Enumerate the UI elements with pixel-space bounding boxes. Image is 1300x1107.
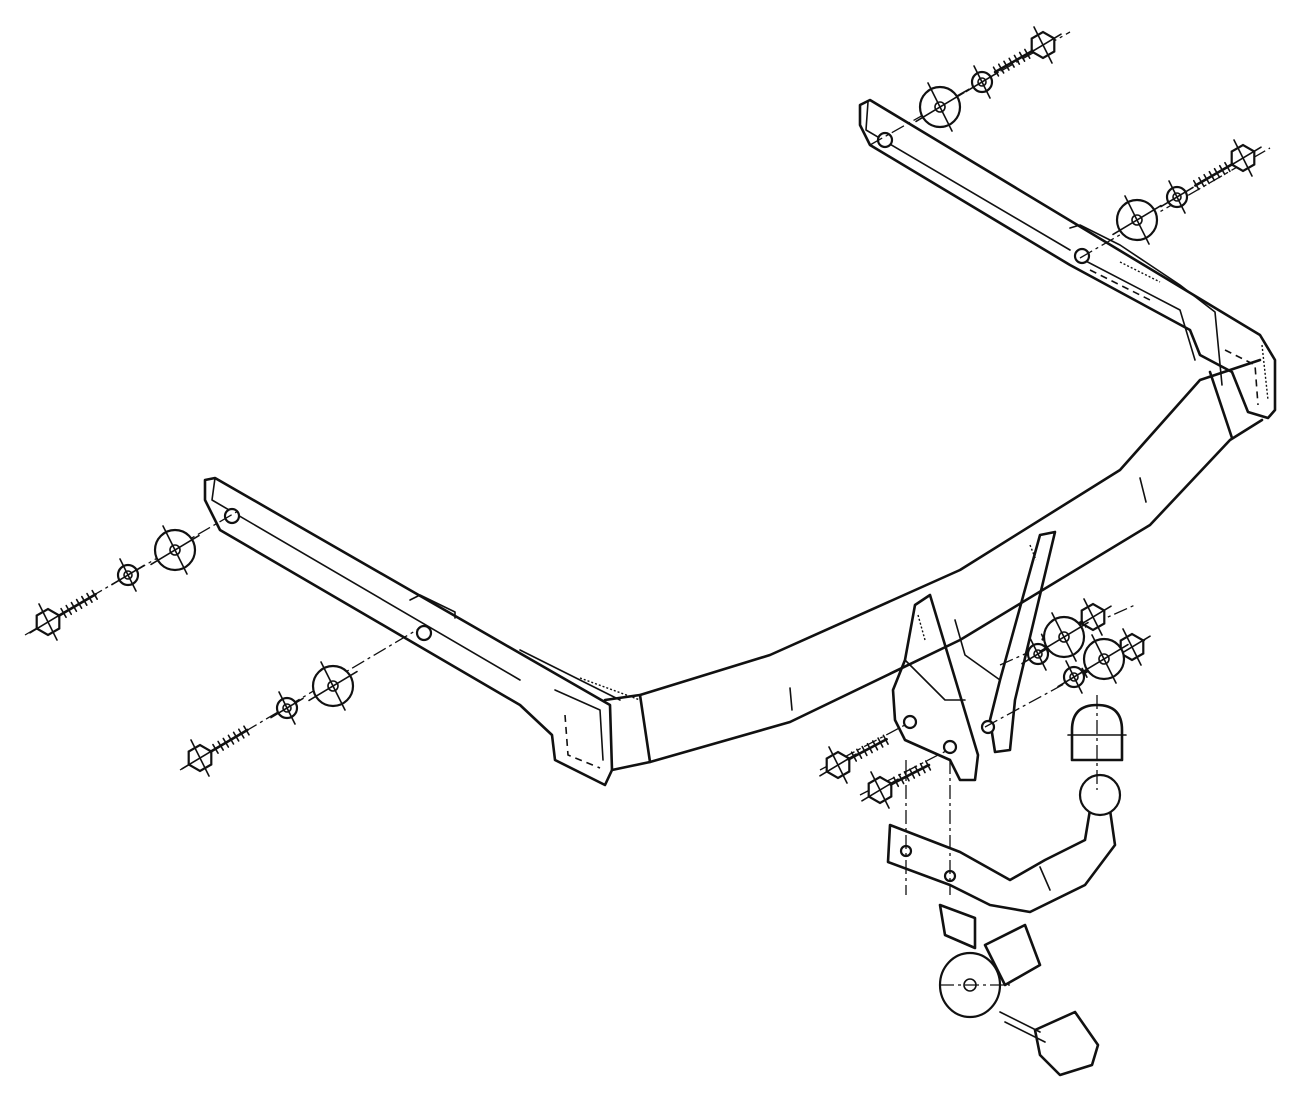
fastener-set-2-thread — [217, 740, 225, 751]
fastener-set-3-flat-washer-axis — [927, 82, 953, 132]
fastener-set-4-thread — [1203, 173, 1210, 185]
fastener-set-2-thread — [227, 734, 235, 745]
fastener-set-3-thread — [992, 66, 1000, 77]
fastener-set-1-lock-washer-hole — [123, 570, 133, 580]
fastener-set-5-thread — [871, 740, 879, 751]
fastener-set-3-bolt-axis — [1033, 26, 1053, 64]
fastener-set-7-flat-washer-axis — [1051, 612, 1077, 662]
fastener-set-7-lock-washer-axis — [1029, 637, 1047, 671]
fastener-set-3-centerline — [869, 31, 1071, 146]
fastener-set-6-thread — [903, 771, 910, 782]
fastener-set-8-thread — [1081, 667, 1088, 678]
fastener-set-6-thread — [908, 768, 916, 779]
fastener-set-3-thread — [1003, 60, 1010, 71]
fastener-set-7-bolt-axis — [1083, 598, 1103, 636]
fastener-set-8-bolt-axis — [1122, 628, 1142, 666]
fastener-set-1-thread — [80, 595, 88, 607]
fastener-set-6-thread — [898, 773, 905, 785]
seven-pin-socket — [938, 951, 1010, 1019]
fastener-set-5-thread — [877, 737, 884, 748]
fastener-set-6-thread — [892, 776, 900, 788]
fastener-set-7-lock-washer-hole — [1033, 649, 1043, 659]
fastener-set-6-centerline — [859, 749, 949, 796]
fastener-set-4-thread — [1218, 164, 1226, 176]
fastener-set-6-thread — [925, 760, 932, 771]
fastener-set-4-flat-washer-hole — [1131, 214, 1143, 226]
fastener-set-2-lock-washer-hole — [282, 703, 292, 713]
fastener-set-5-centerline — [819, 724, 906, 771]
fastener-set-6-thread — [914, 765, 921, 777]
fastener-set-7-flat-washer-hole — [1058, 631, 1070, 643]
fastener-set-4-lock-washer-axis — [1168, 180, 1186, 214]
fastener-set-2-bolt-axis — [190, 739, 210, 777]
right-mounting-bracket — [858, 98, 1277, 420]
fastener-set-1-thread — [91, 589, 98, 600]
fastener-set-4-thread — [1192, 179, 1200, 191]
fastener-set-2-thread — [243, 725, 250, 736]
fastener-set-2-thread — [222, 737, 230, 748]
fastener-set-2-thread — [237, 728, 245, 739]
fastener-set-2-centerline — [179, 627, 421, 771]
fastener-set-1-bolt-axis — [38, 603, 58, 641]
fastener-set-3-thread — [1013, 54, 1021, 65]
fastener-set-5-thread — [866, 742, 873, 754]
fastener-set-1-thread — [70, 601, 78, 613]
fastener-set-2-flat-washer-axis — [320, 661, 346, 711]
fastener-set-2-lock-washer-axis — [278, 691, 296, 725]
fastener-set-4-lock-washer-hole — [1172, 192, 1182, 202]
fastener-set-3-lock-washer-hole — [977, 77, 987, 87]
fastener-set-4-thread — [1208, 170, 1216, 182]
fastener-set-3-lock-washer-axis — [973, 65, 991, 99]
fastener-set-4-thread — [1213, 167, 1221, 179]
fastener-set-1-lock-washer-axis — [119, 558, 137, 592]
fastener-set-1-flat-washer-axis — [162, 525, 188, 575]
fastener-set-1-thread — [86, 592, 93, 603]
fastener-set-5-thread — [850, 751, 858, 762]
wiring-connector — [999, 1010, 1100, 1077]
fastener-set-3-thread — [1008, 57, 1015, 68]
fastener-set-3-thread — [1018, 51, 1026, 62]
fastener-set-8-lock-washer-axis — [1065, 660, 1083, 694]
fastener-set-8-flat-washer-hole — [1098, 653, 1110, 665]
fastener-set-1-flat-washer-hole — [169, 544, 181, 556]
left-mounting-bracket — [203, 476, 641, 787]
fastener-set-4-thread — [1198, 176, 1205, 188]
fastener-set-1-thread — [65, 604, 73, 616]
fastener-set-5-bolt-axis — [828, 746, 848, 784]
fastener-set-4-flat-washer-axis — [1124, 195, 1150, 245]
fastener-set-6-thread — [919, 762, 926, 774]
tow-ball-cap — [1067, 695, 1127, 790]
ball-neck-mounting-plate — [891, 530, 1057, 782]
fastener-set-8-flat-washer-axis — [1091, 634, 1117, 684]
fastener-set-5-thread — [882, 734, 889, 745]
fastener-set-5-thread — [861, 745, 868, 757]
fastener-set-6-bolt-axis — [870, 771, 890, 809]
fastener-set-1-thread — [75, 598, 83, 610]
fastener-set-1-centerline — [24, 509, 241, 636]
fastener-set-2-thread — [232, 731, 240, 742]
tow-ball-neck — [886, 760, 1122, 914]
fastener-set-5-thread — [856, 748, 863, 759]
fastener-set-3-thread — [997, 63, 1005, 74]
fastener-set-4-bolt-axis — [1233, 139, 1253, 177]
fastener-set-8-lock-washer-hole — [1069, 672, 1079, 682]
tow-bar-crossbeam — [603, 358, 1264, 772]
fastener-set-3-flat-washer-hole — [934, 101, 946, 113]
fastener-set-2-flat-washer-hole — [327, 680, 339, 692]
